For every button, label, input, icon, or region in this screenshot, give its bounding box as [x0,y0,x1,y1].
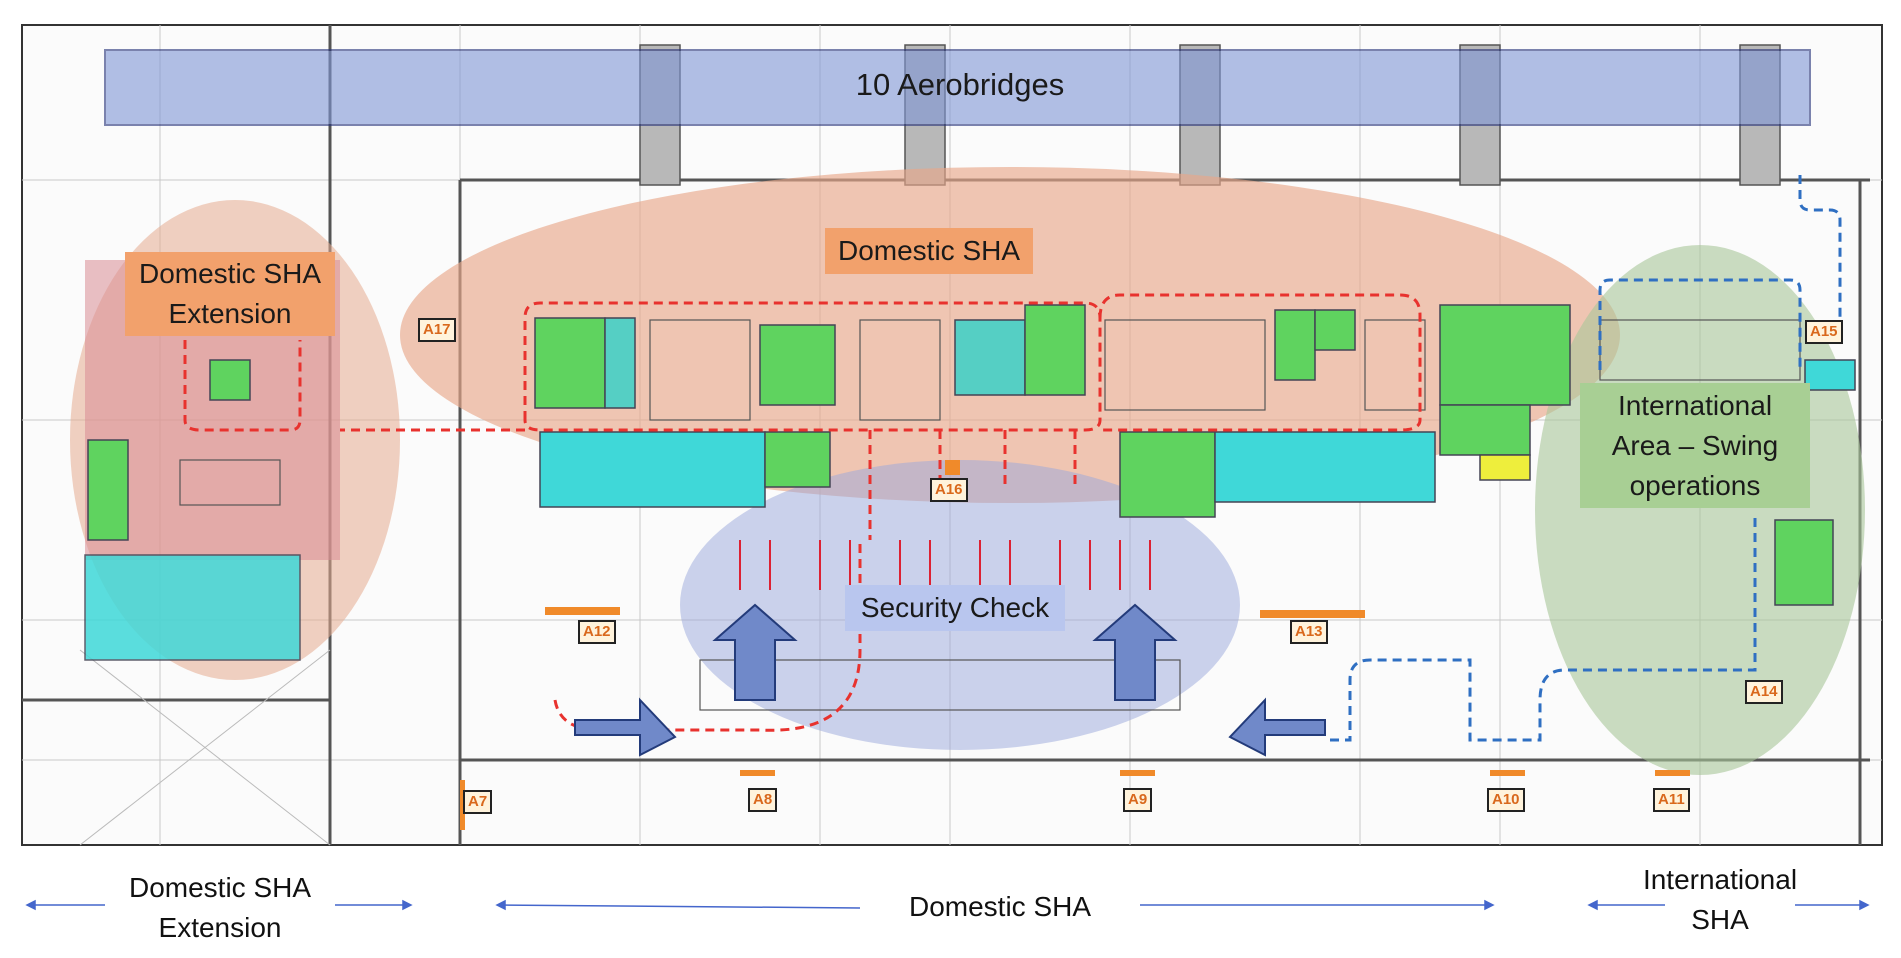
domestic-passenger-flow [183,293,1422,732]
gate-markers [460,460,1690,830]
gate-a16: A16 [930,478,968,502]
footer-domestic-sha-extension: Domestic SHA Extension [128,872,312,943]
gate-a9: A9 [1123,788,1153,812]
international-area-label: International Area – Swing operations [1580,383,1810,508]
footer-domestic-sha: Domestic SHA [908,891,1092,922]
seating-rows [179,319,1801,711]
up-arrow-icon [1092,603,1178,701]
right-arrow-icon [574,697,677,757]
gate-a15: A15 [1805,320,1843,344]
security-lanes [739,540,1151,590]
double-height-portion [79,649,331,846]
domestic-sha-extension-label: Domestic SHA Extension [125,252,335,336]
gate-a10: A10 [1487,788,1525,812]
up-arrow-icon [712,603,798,701]
gate-a7: A7 [463,790,493,814]
aerobridges-label: 10 Aerobridges [855,67,1065,102]
international-passenger-flow [1330,175,1842,742]
left-arrow-icon [1228,697,1326,757]
gate-a17: A17 [418,318,456,342]
security-entry-arrows [574,603,1326,757]
footer-span-arrows [25,899,1870,911]
gate-a8: A8 [748,788,778,812]
gate-a11: A11 [1653,788,1690,812]
international-area-zone [1535,245,1865,775]
gate-a12: A12 [578,620,616,644]
gate-a13: A13 [1290,620,1328,644]
aerobridges-band [104,49,1811,126]
footer-international-sha: International SHA [1642,864,1798,935]
room-blocks [84,304,1856,661]
domestic-sha-label: Domestic SHA [825,228,1033,274]
security-check-label: Security Check [845,585,1065,631]
gate-a14: A14 [1745,680,1783,704]
